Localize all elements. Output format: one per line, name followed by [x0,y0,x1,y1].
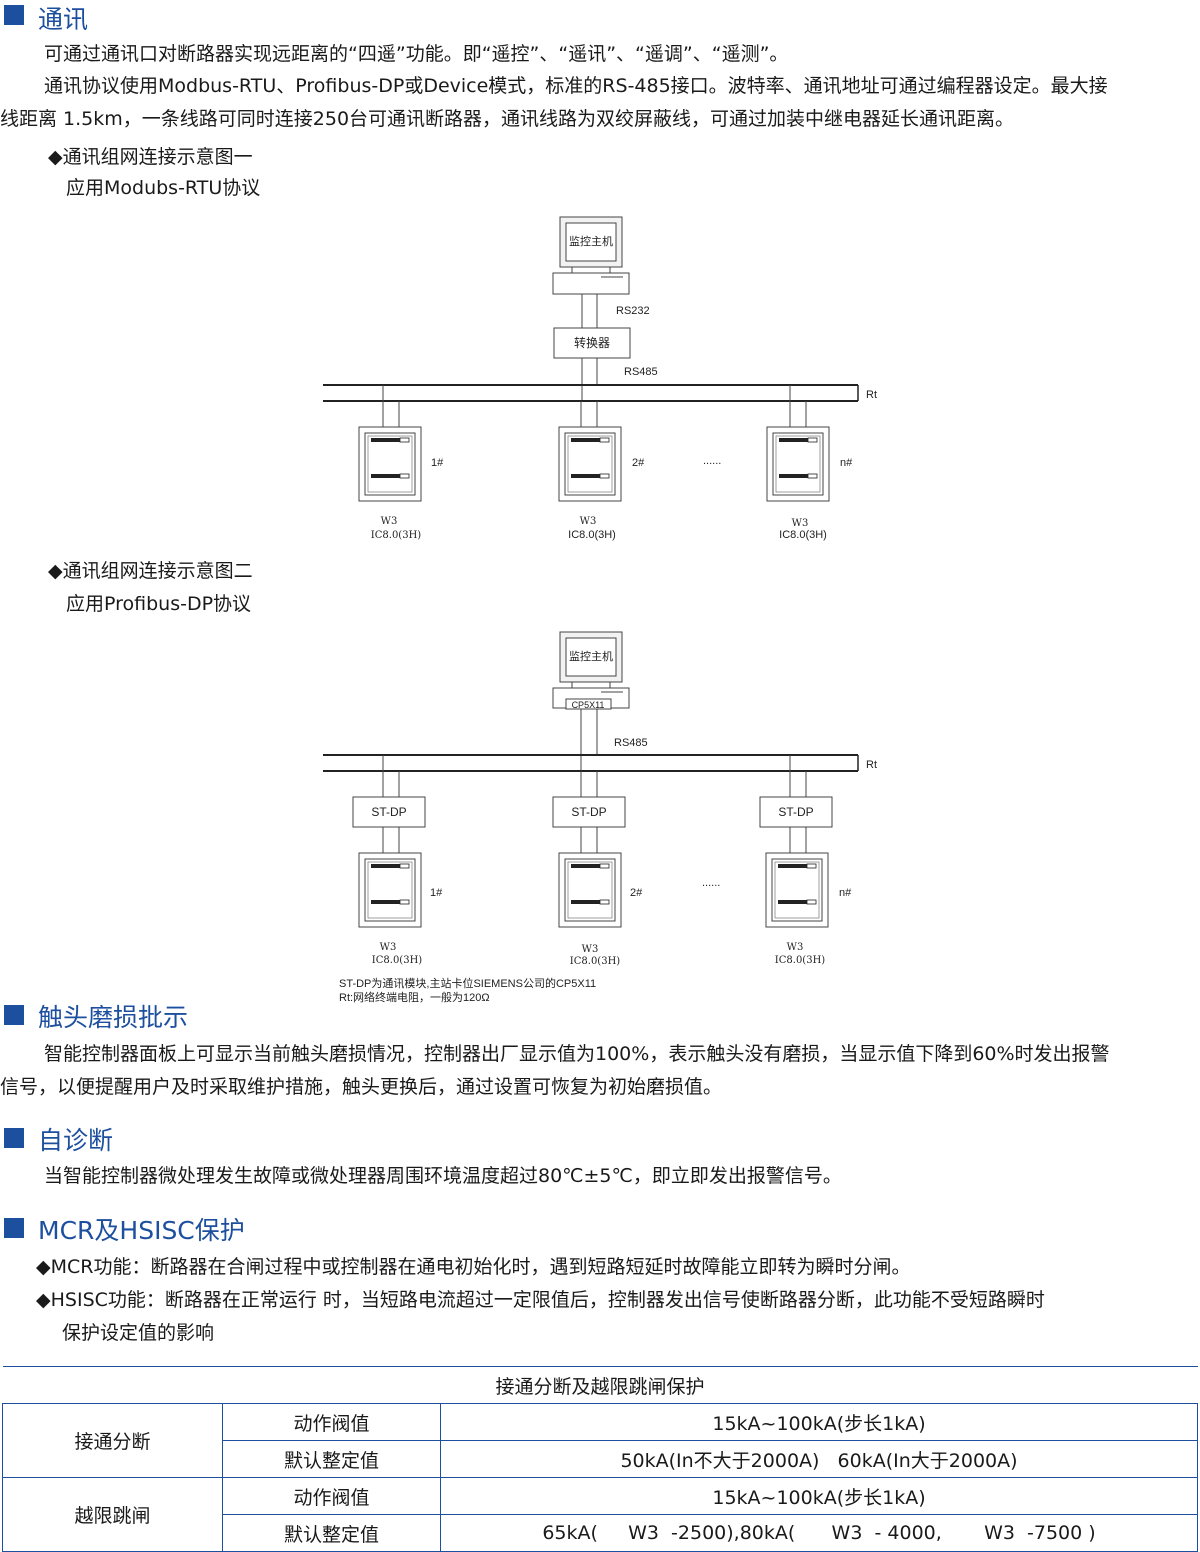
unit2-n-model: W3 [787,942,804,953]
host-base [552,272,630,295]
stdp-module-1 [352,796,426,828]
diagram2-subtitle: 应用Profibus-DP协议 [66,593,252,615]
breaker-icon-2-2 [558,852,622,928]
table-row-value: 15kA~100kA(步长1kA) [440,1403,1198,1441]
diagram2: 监控主机 CP5X11 RS485 Rt ST-DP ST-DP ST-DP [323,631,877,1004]
unit2-1-model: W3 [380,942,397,953]
table-caption: 接通分断及越限跳闸保护 [2,1366,1198,1404]
unit2-2-spec: IC8.0(3H) [570,956,620,967]
diagram2-note-2: Rt:网络终端电阻，一般为120Ω [339,990,490,1004]
comm-paragraph-2-line-2: 线距离 1.5km，一条线路可同时连接250台可通讯断路器，通讯线路为双绞屏蔽线… [0,108,1015,130]
unit-n-spec: IC8.0(3H) [779,529,827,541]
section-title-self-diagnosis: 自诊断 [38,1126,114,1155]
unit2-1-number: 1# [430,887,443,899]
rt-label-1: Rt [866,389,877,401]
unit-n-number: n# [840,457,853,469]
stdp-label-2: ST-DP [571,805,606,819]
table-group-name: 接通分断 [2,1403,223,1478]
unit-2-model: W3 [580,516,597,527]
rt-label-2: Rt [866,759,877,771]
table-row-label: 默认整定值 [222,1514,441,1552]
unit-1-spec: IC8.0(3H) [371,530,421,541]
comm-paragraph-1: 可通过通讯口对断路器实现远距离的“四遥”功能。即“遥控”、“遥讯”、“遥调”、“… [44,43,789,65]
wear-line-2: 信号，以便提醒用户及时采取维护措施，触头更换后，通过设置可恢复为初始磨损值。 [0,1076,723,1098]
section-marker [4,5,24,25]
rs232-label: RS232 [616,305,650,317]
unit-1-model: W3 [381,516,398,527]
mcr-line-3: 保护设定值的影响 [62,1322,215,1344]
table-row-label: 动作阀值 [222,1403,441,1441]
section-title-wear: 触头磨损批示 [38,1003,189,1032]
self-diagnosis-line-1: 当智能控制器微处理发生故障或微处理器周围环境温度超过80℃±5℃，即立即发出报警… [44,1165,842,1187]
wear-line-1: 智能控制器面板上可显示当前触头磨损情况，控制器出厂显示值为100%，表示触头没有… [44,1043,1110,1065]
breaker-icon-2-n [765,852,829,928]
network-diagrams: 监控主机 RS232 转换器 RS485 Rt 1# 2# n# ...... … [323,216,877,1004]
unit-2-number: 2# [632,457,645,469]
unit-n-model: W3 [792,518,809,529]
ellipsis-2: ...... [702,877,720,889]
stdp-module-2 [552,796,626,828]
unit-1-number: 1# [431,457,444,469]
table-row-value: 65kA( W3 -2500),80kA( W3 - 4000, W3 -750… [440,1514,1198,1552]
unit2-1-spec: IC8.0(3H) [372,955,422,966]
table-row-value: 15kA~100kA(步长1kA) [440,1477,1198,1515]
protection-table: 接通分断及越限跳闸保护 接通分断 动作阀值 15kA~100kA(步长1kA) … [2,1366,1198,1552]
rs485-label-1: RS485 [624,366,658,378]
diagram2-note-1: ST-DP为通讯模块,主站卡位SIEMENS公司的CP5X11 [339,976,596,990]
card-label: CP5X11 [572,700,605,710]
diagram1-title: ◆通讯组网连接示意图一 [48,146,253,168]
stdp-module-n [759,796,833,828]
unit2-n-number: n# [839,887,852,899]
converter-box [553,327,631,359]
table-row-label: 动作阀值 [222,1477,441,1515]
host-label-2: 监控主机 [569,649,613,663]
breaker-icon-2-1 [358,852,422,928]
breaker-icon-1 [358,426,422,502]
rs485-label-2: RS485 [614,737,648,749]
mcr-line-2: ◆HSISC功能：断路器在正常运行 时，当短路电流超过一定限值后，控制器发出信号… [36,1289,1045,1311]
diagram1-subtitle: 应用Modubs-RTU协议 [66,177,261,199]
comm-paragraph-2-line-1: 通讯协议使用Modbus-RTU、Profibus-DP或Device模式，标准… [44,75,1108,97]
section-marker [4,1128,24,1148]
ellipsis-1: ...... [703,455,721,467]
table-group-name: 越限跳闸 [2,1477,223,1552]
breaker-icon-n [766,426,830,502]
converter-label: 转换器 [574,335,610,350]
breaker-icon-2 [558,426,622,502]
section-marker [4,1005,24,1025]
mcr-line-1: ◆MCR功能：断路器在合闸过程中或控制器在通电初始化时，遇到短路短延时故障能立即… [36,1256,911,1278]
unit2-2-number: 2# [630,887,643,899]
section-title-comm: 通讯 [38,5,89,34]
diagram2-title: ◆通讯组网连接示意图二 [48,560,253,582]
stdp-label-1: ST-DP [371,805,406,819]
section-title-mcr: MCR及HSISC保护 [38,1216,245,1245]
table-row-label: 默认整定值 [222,1440,441,1478]
table-row-value: 50kA(In不大于2000A) 60kA(In大于2000A) [440,1440,1198,1478]
stdp-label-n: ST-DP [778,805,813,819]
diagram1: 监控主机 RS232 转换器 RS485 Rt 1# 2# n# ...... … [323,216,877,541]
section-marker [4,1218,24,1238]
unit2-2-model: W3 [582,944,599,955]
unit-2-spec: IC8.0(3H) [568,529,616,541]
unit2-n-spec: IC8.0(3H) [775,955,825,966]
host-label: 监控主机 [569,234,613,248]
